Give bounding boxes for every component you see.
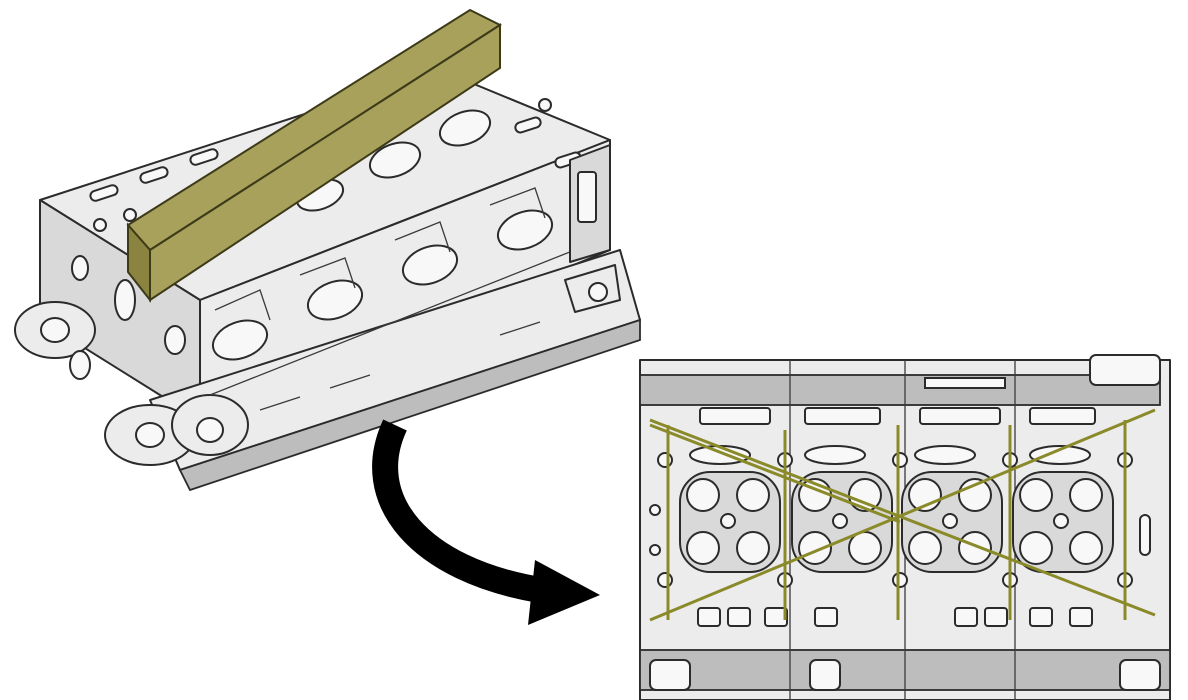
cylinder-4	[1012, 471, 1114, 573]
cylinder-head-isometric	[14, 8, 641, 492]
flatness-check-lines	[649, 408, 1156, 622]
curved-arrow-icon	[372, 419, 600, 625]
cylinder-head-top-view	[639, 354, 1171, 700]
cylinder-1	[679, 471, 781, 573]
